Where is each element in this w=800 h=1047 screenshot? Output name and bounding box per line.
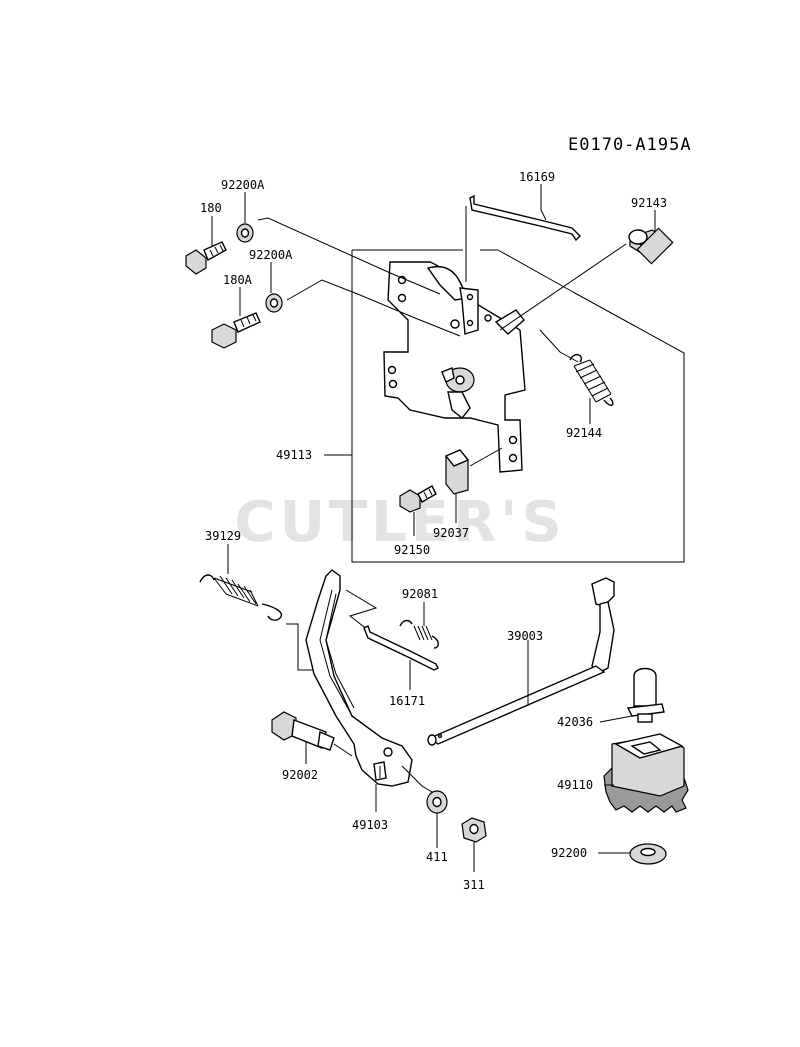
pin-42036 (626, 667, 665, 723)
washer-92200a-top (236, 223, 254, 243)
spring-39129 (199, 574, 283, 621)
label-411: 411 (426, 850, 448, 864)
label-180a: 180A (223, 273, 253, 287)
washer-92200a-mid (265, 293, 283, 313)
collar-92143 (628, 227, 674, 265)
shoulder-bolt-92002 (271, 711, 335, 751)
link-rod-16169 (469, 194, 581, 242)
gear-49110 (603, 733, 689, 813)
label-180: 180 (200, 201, 222, 215)
bolt-92150 (399, 485, 437, 513)
link-16171 (363, 625, 439, 671)
bracket-assembly-frame (351, 249, 685, 563)
label-92150: 92150 (394, 543, 430, 557)
watermark-text: CUTLER'S (234, 490, 565, 555)
washer-92200 (629, 843, 667, 865)
label-49110: 49110 (557, 778, 593, 792)
label-39003: 39003 (507, 629, 543, 643)
label-39129: 39129 (205, 529, 241, 543)
control-bracket-49113 (383, 261, 526, 473)
label-49103: 49103 (352, 818, 388, 832)
label-16169: 16169 (519, 170, 555, 184)
washer-411 (426, 790, 448, 814)
label-92002: 92002 (282, 768, 318, 782)
clip-92037 (444, 449, 470, 495)
spring-92081 (399, 619, 439, 649)
label-92143: 92143 (631, 196, 667, 210)
label-92144: 92144 (566, 426, 602, 440)
spring-92144 (569, 353, 614, 407)
bolt-180a (211, 312, 261, 349)
label-92200a-mid: 92200A (249, 248, 293, 262)
label-49113: 49113 (276, 448, 312, 462)
governor-shaft-39003 (427, 577, 615, 746)
bolt-180 (185, 241, 227, 275)
label-311: 311 (463, 878, 485, 892)
label-92200a-top: 92200A (221, 178, 265, 192)
label-16171: 16171 (389, 694, 425, 708)
label-92081: 92081 (402, 587, 438, 601)
label-42036: 42036 (557, 715, 593, 729)
diagram-code: E0170-A195A (568, 135, 692, 155)
throttle-lever-49103 (305, 569, 413, 787)
label-92200: 92200 (551, 846, 587, 860)
label-92037: 92037 (433, 526, 469, 540)
nut-311 (461, 817, 487, 843)
